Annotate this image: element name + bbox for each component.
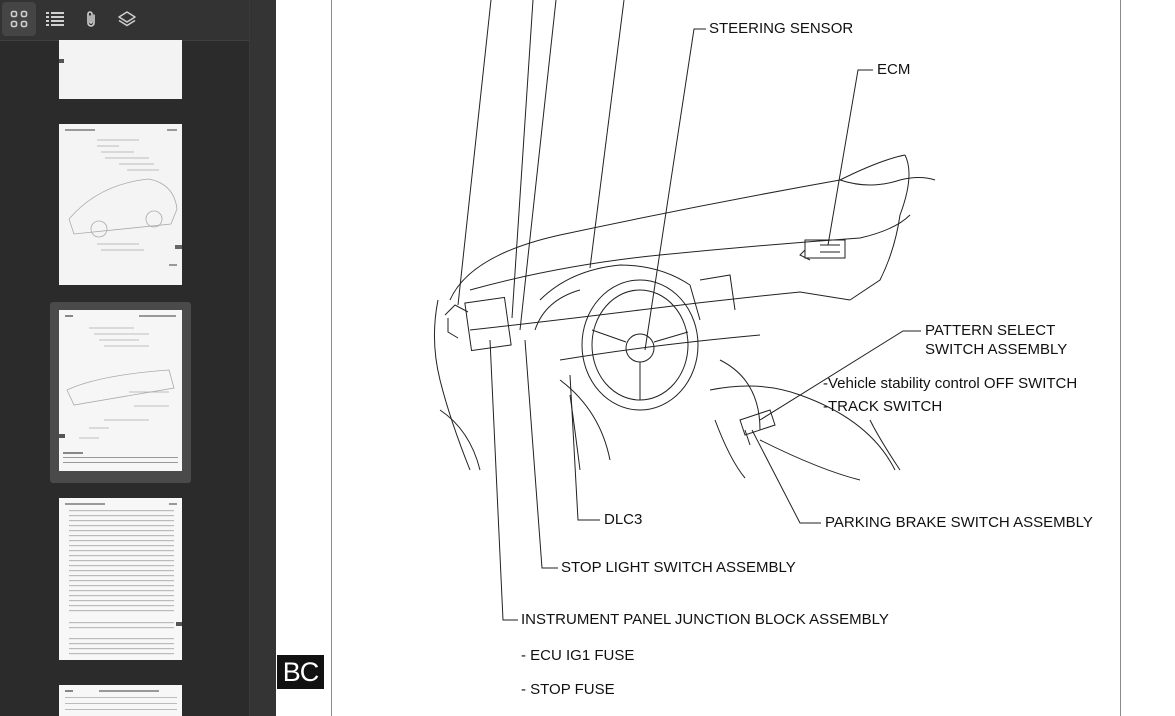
- label-pattern-select-line1: PATTERN SELECT: [925, 322, 1056, 339]
- thumbnail-preview: [65, 503, 182, 655]
- layers-icon: [118, 11, 136, 27]
- section-badge: BC: [277, 655, 324, 689]
- label-pattern-select-line2: SWITCH ASSEMBLY: [925, 341, 1068, 358]
- thumbnails-view-button[interactable]: [2, 2, 36, 36]
- label-parking-brake-switch: PARKING BRAKE SWITCH ASSEMBLY: [825, 514, 1093, 531]
- thumbnail-preview: [59, 315, 178, 463]
- sidebar-toolbar: [0, 0, 249, 41]
- grid-icon: [10, 10, 28, 28]
- label-track-switch: -TRACK SWITCH: [823, 398, 943, 415]
- page-thumbnail[interactable]: [59, 498, 182, 660]
- page-thumbnail-selected[interactable]: [59, 310, 182, 471]
- label-vsc-off-switch: -Vehicle stability control OFF SWITCH: [823, 375, 1078, 392]
- label-steering-sensor: STEERING SENSOR: [709, 20, 854, 37]
- page-edge-left: [331, 0, 332, 716]
- thumbnail-sidebar: [0, 0, 249, 716]
- attachments-view-button[interactable]: [74, 2, 108, 36]
- page-thumbnail[interactable]: [59, 124, 182, 285]
- label-instrument-panel-junction-block: INSTRUMENT PANEL JUNCTION BLOCK ASSEMBLY: [521, 611, 889, 628]
- paperclip-icon: [87, 11, 95, 27]
- label-ecu-ig1-fuse: - ECU IG1 FUSE: [521, 647, 635, 664]
- label-dlc3: DLC3: [604, 511, 643, 528]
- thumbnail-preview: [65, 129, 182, 266]
- document-viewer[interactable]: [276, 0, 1175, 716]
- thumbnail-preview: [65, 690, 177, 710]
- label-ecm: ECM: [877, 61, 911, 78]
- page-edge-right: [1120, 0, 1121, 716]
- label-stop-fuse: - STOP FUSE: [521, 681, 615, 698]
- sidebar-resize-gutter[interactable]: [249, 0, 277, 716]
- layers-view-button[interactable]: [110, 2, 144, 36]
- page-thumbnail[interactable]: [59, 40, 182, 99]
- label-stop-light-switch: STOP LIGHT SWITCH ASSEMBLY: [561, 559, 796, 576]
- list-icon: [46, 12, 64, 26]
- outline-view-button[interactable]: [38, 2, 72, 36]
- page-thumbnail[interactable]: [59, 685, 182, 716]
